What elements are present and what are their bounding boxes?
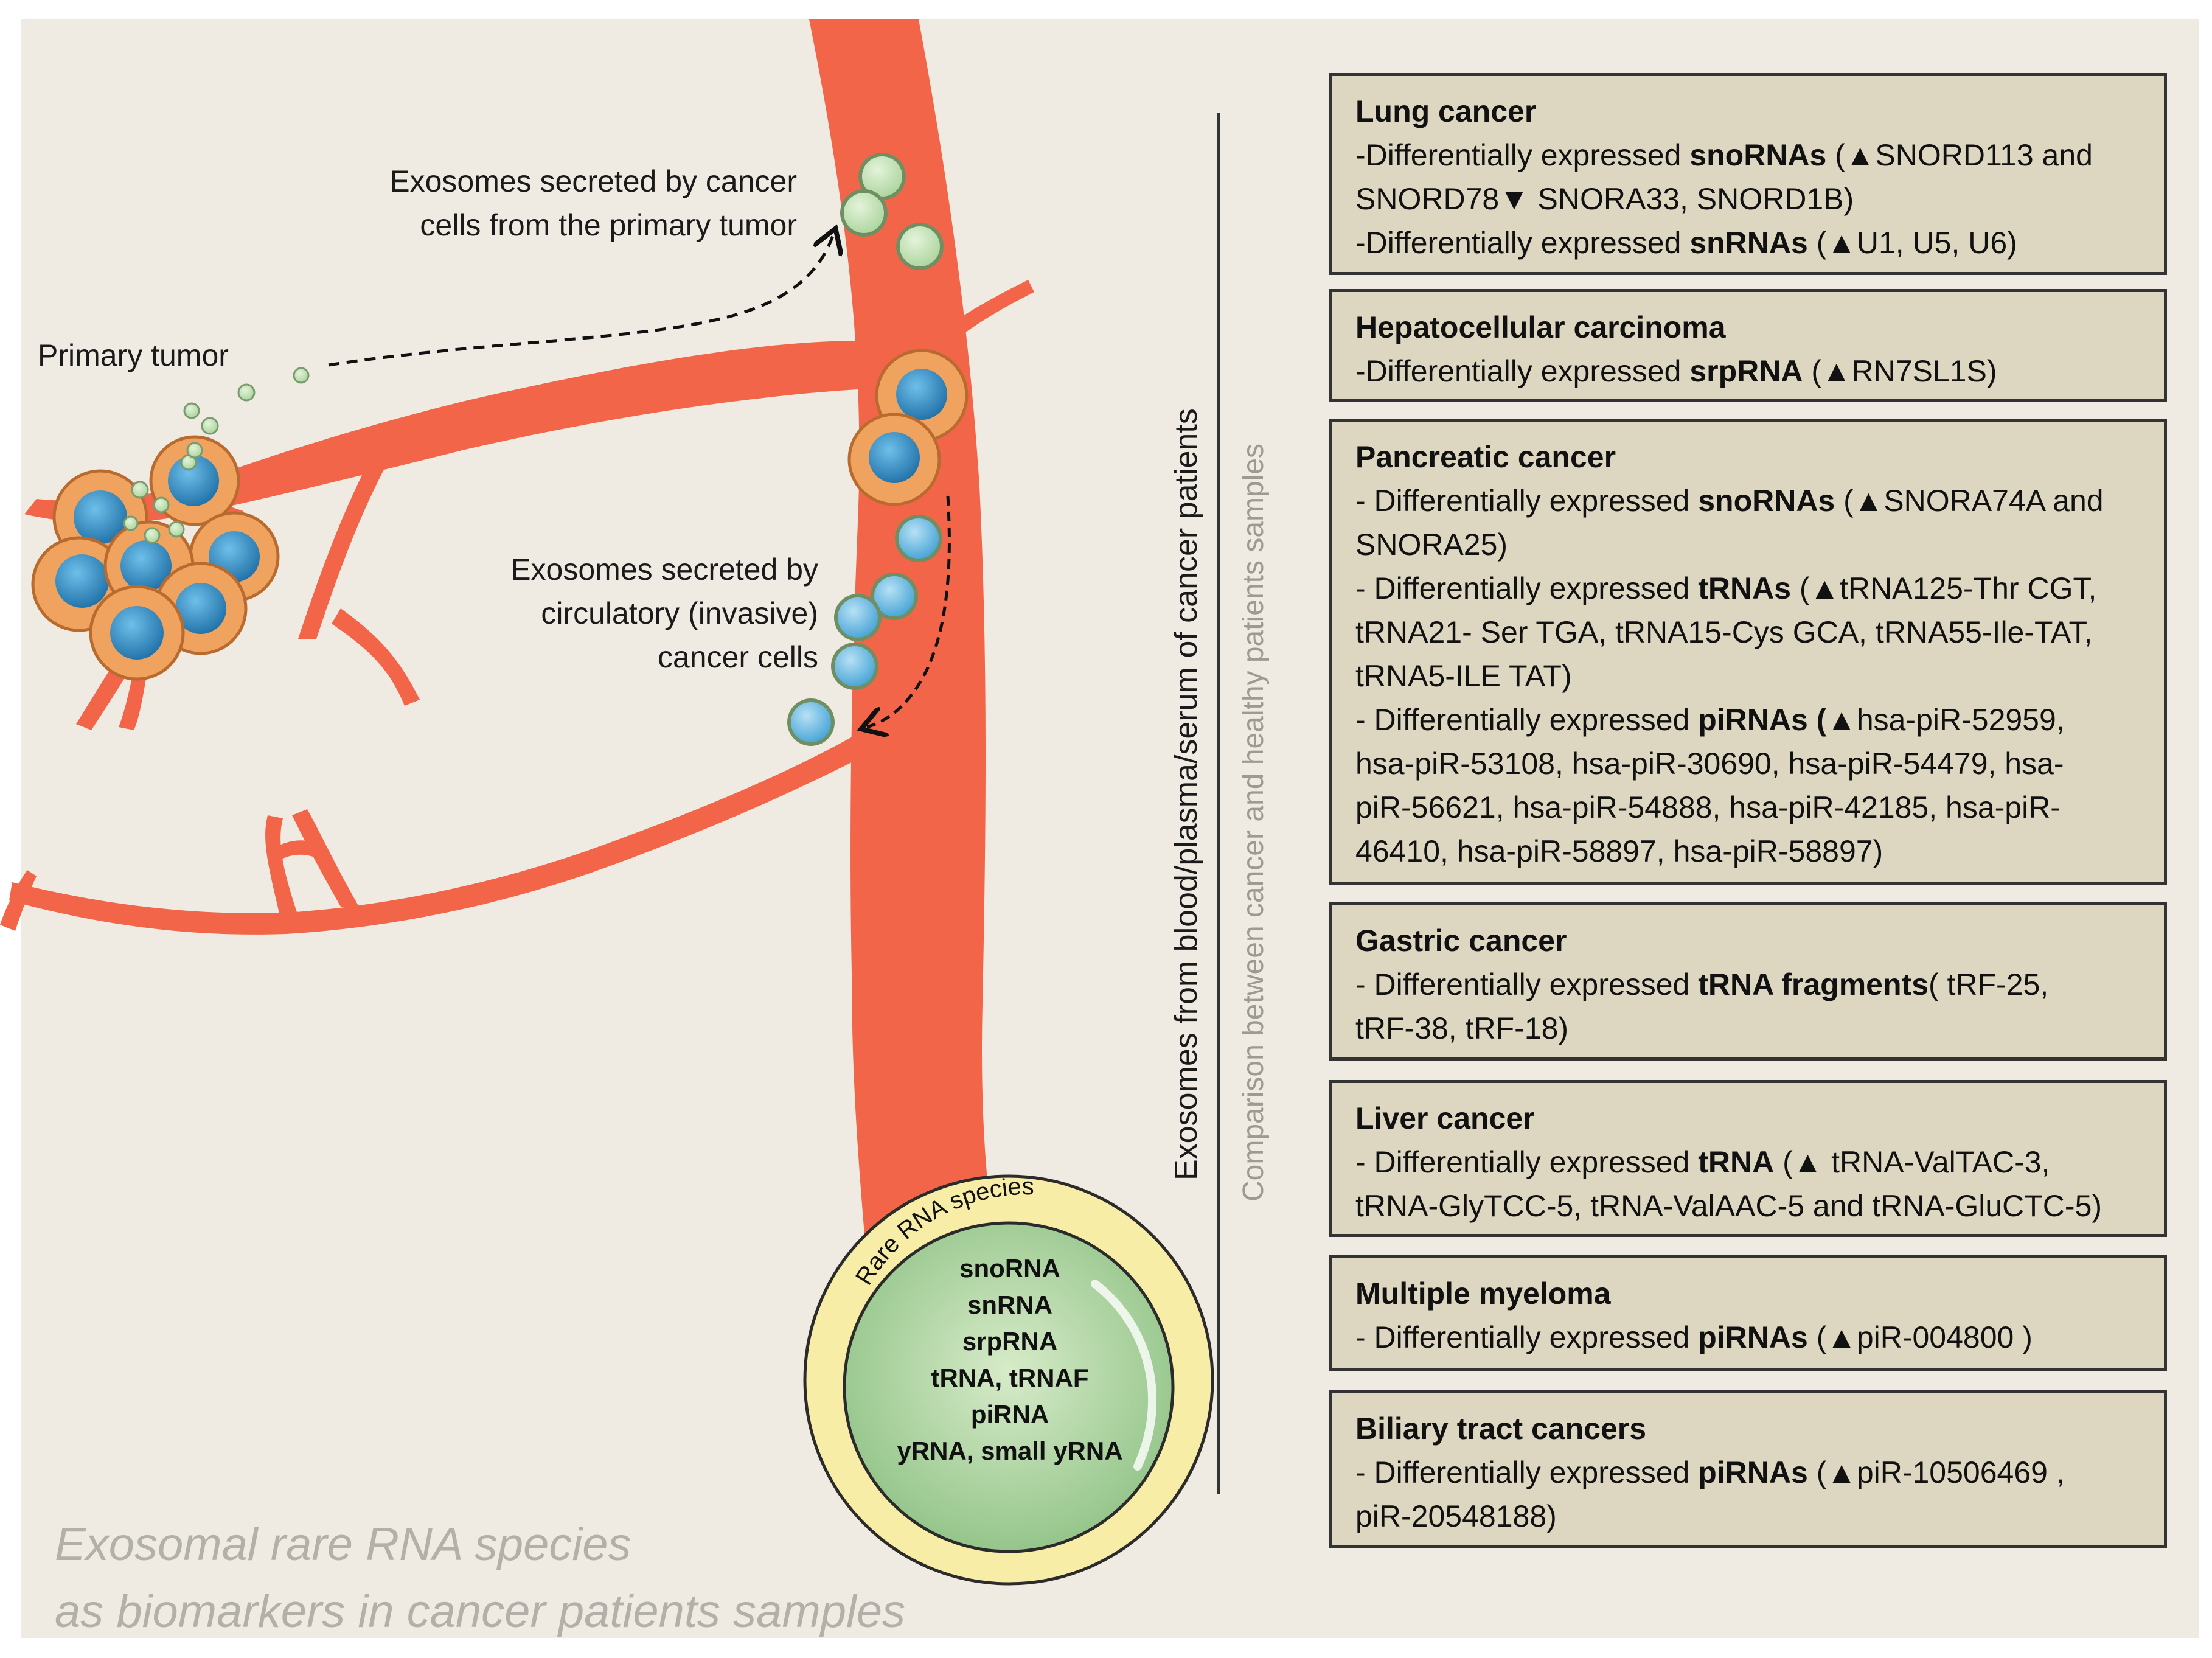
primary-tumor [31,367,310,681]
cancer-box-line: - Differentially expressed tRNA fragment… [1355,967,2049,1001]
tumor-exosome [144,527,161,544]
vertical-main-label: Exosomes from blood/plasma/serum of canc… [1169,408,1204,1180]
cancer-box-line: -Differentially expressed snRNAs (▲U1, U… [1355,226,2017,260]
cancer-box-line: tRF-38, tRF-18) [1355,1011,1569,1045]
tumor-exosome [153,496,170,514]
blue-exosome [895,515,942,562]
cancer-box-line: - Differentially expressed piRNAs (▲piR-… [1355,1455,2065,1489]
exosomes-primary-line: cells from the primary tumor [420,208,797,242]
circulatory-exosome-arrow [867,495,951,727]
circulating-tumor-cells [847,349,969,506]
cancer-box-line: - Differentially expressed tRNA (▲ tRNA-… [1355,1145,2050,1179]
cancer-box-line: - Differentially expressed snoRNAs (▲SNO… [1355,484,2104,518]
cancer-box-line: -Differentially expressed snoRNAs (▲SNOR… [1355,138,2093,172]
cancer-box: Multiple myeloma - Differentially expres… [1329,1255,2167,1371]
cancer-box-title: Pancreatic cancer [1355,440,1616,474]
blue-exosome [831,643,878,690]
tumor-exosome [168,521,185,538]
green-exosome [896,223,944,270]
rare-rna-exosome: Rare RNA species [803,1173,1214,1586]
cancer-box: Liver cancer - Differentially expressed … [1329,1080,2167,1237]
cancer-box-line: piR-20548188) [1355,1499,1557,1533]
far-left-fork [0,870,37,931]
tumor-exosome [293,367,310,384]
cancer-box: Biliary tract cancers - Differentially e… [1329,1390,2167,1548]
tumor-exosome [123,515,139,531]
left-fork-2 [332,608,420,706]
cancer-box-line: tRNA5-ILE TAT) [1355,659,1572,693]
exosomes-primary-label: Exosomes secreted by cancer cells from t… [341,159,797,247]
figure-title-line-2: as biomarkers in cancer patients samples [55,1586,906,1637]
tumor-exosome [201,417,219,435]
cancer-box-line: - Differentially expressed piRNAs (▲piR-… [1355,1320,2033,1354]
cancer-box-line: SNORD78▼ SNORA33, SNORD1B) [1355,182,1854,216]
cancer-box-line: tRNA21- Ser TGA, tRNA15-Cys GCA, tRNA55-… [1355,615,2093,649]
cancer-box: Hepatocellular carcinoma -Differentially… [1329,289,2167,402]
exosomes-circulatory-label: Exosomes secreted by circulatory (invasi… [426,548,818,679]
cancer-box-line: SNORA25) [1355,528,1508,562]
figure-title-line-1: Exosomal rare RNA species [55,1519,631,1570]
cancer-box-title: Liver cancer [1355,1101,1535,1135]
exosomes-primary-line: Exosomes secreted by cancer [389,164,797,198]
cancer-box-line: 46410, hsa-piR-58897, hsa-piR-58897) [1355,834,1883,868]
primary-tumor-label: Primary tumor [38,338,229,372]
tumor-exosome [131,481,149,499]
rare-rna-item: snoRNA [959,1254,1060,1283]
vertical-sub-label: Comparison between cancer and healthy pa… [1237,443,1270,1202]
main-vessel [809,19,998,1266]
cancer-box-line: - Differentially expressed tRNAs (▲tRNA1… [1355,571,2097,605]
rare-rna-item: yRNA, small yRNA [897,1437,1123,1465]
cancer-box-title: Biliary tract cancers [1355,1412,1647,1446]
exosomes-circulatory-line: circulatory (invasive) [541,596,818,630]
cancer-box-title: Gastric cancer [1355,924,1567,958]
cancer-box: Gastric cancer - Differentially expresse… [1329,902,2167,1061]
green-exosome [840,189,888,237]
rare-rna-item: piRNA [970,1400,1049,1429]
circulatory-exosomes [787,515,942,746]
tumor-cell [149,435,240,526]
cancer-box-title: Multiple myeloma [1355,1277,1611,1311]
blue-exosome [871,573,918,620]
blue-exosome [787,698,835,746]
exosomes-circulatory-line: cancer cells [658,640,818,674]
tumor-exosome [183,402,200,419]
lower-fork-3 [265,815,298,916]
rare-rna-list: snoRNA snRNA srpRNA tRNA, tRNAF piRNA yR… [852,1250,1168,1469]
primary-exosome-arrow [328,234,833,367]
cancer-box-line: -Differentially expressed srpRNA (▲RN7SL… [1355,354,1997,388]
primary-exosomes-in-vessel [840,153,944,270]
rare-rna-item: srpRNA [962,1327,1058,1356]
tumor-exosome [237,383,256,402]
rare-rna-item: tRNA, tRNAF [931,1364,1089,1392]
cancer-box-line: hsa-piR-53108, hsa-piR-30690, hsa-piR-54… [1355,747,2064,781]
cancer-box: Lung cancer -Differentially expressed sn… [1329,73,2167,275]
tumor-cell [89,585,185,681]
lower-branch-vessel [9,730,867,935]
tumor-exosome [186,442,203,459]
cancer-box-title: Lung cancer [1355,94,1537,128]
cancer-box-line: - Differentially expressed piRNAs (▲hsa-… [1355,703,2065,737]
lower-fork-1 [292,809,359,907]
cancer-box-title: Hepatocellular carcinoma [1355,310,1726,344]
cancer-box: Pancreatic cancer - Differentially expre… [1329,419,2167,885]
cancer-box-line: tRNA-GlyTCC-5, tRNA-ValAAC-5 and tRNA-Gl… [1355,1189,2102,1223]
cancer-box-line: piR-56621, hsa-piR-54888, hsa-piR-42185,… [1355,790,2061,824]
ctc-cell [847,413,941,506]
left-fork-1 [298,435,402,639]
exosomes-circulatory-line: Exosomes secreted by [510,552,818,587]
rare-rna-item: snRNA [967,1291,1052,1319]
blue-exosome [834,594,882,641]
